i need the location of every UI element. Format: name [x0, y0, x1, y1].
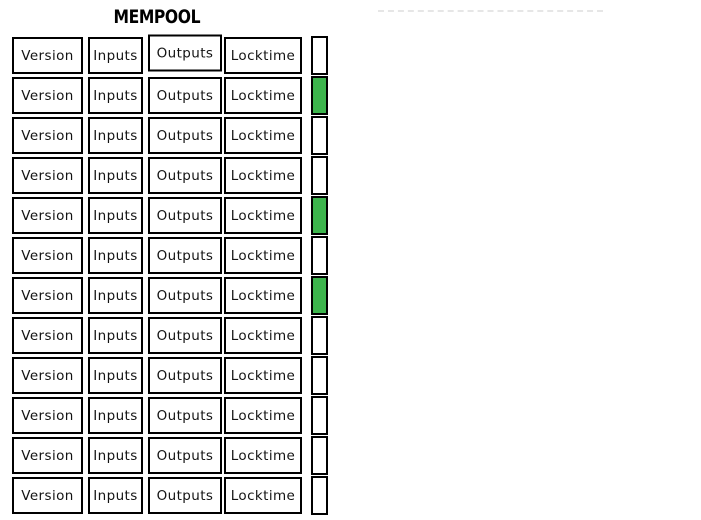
tx-inputs-box: Inputs — [88, 117, 143, 154]
tx-version-box: Version — [12, 437, 83, 474]
tx-version-box: Version — [12, 117, 83, 154]
tx-outputs-box: Outputs — [148, 34, 222, 72]
transaction-row: Version Inputs Outputs Locktime — [12, 116, 332, 155]
tx-status-box — [311, 116, 328, 155]
tx-status-box — [311, 196, 328, 235]
tx-status-box — [311, 396, 328, 435]
tx-locktime-box: Locktime — [224, 317, 302, 354]
dashed-divider — [378, 10, 603, 12]
tx-version-box: Version — [12, 277, 83, 314]
tx-inputs-box: Inputs — [88, 157, 143, 194]
tx-outputs-box: Outputs — [148, 317, 222, 354]
tx-status-box — [311, 236, 328, 275]
tx-status-box — [311, 276, 328, 315]
tx-outputs-box: Outputs — [148, 477, 222, 514]
tx-inputs-box: Inputs — [88, 77, 143, 114]
tx-locktime-box: Locktime — [224, 357, 302, 394]
transaction-row: Version Inputs Outputs Locktime — [12, 196, 332, 235]
tx-inputs-box: Inputs — [88, 197, 143, 234]
tx-version-box: Version — [12, 37, 83, 74]
tx-status-box — [311, 156, 328, 195]
tx-status-box — [311, 36, 328, 75]
tx-locktime-box: Locktime — [224, 397, 302, 434]
tx-version-box: Version — [12, 197, 83, 234]
tx-outputs-box: Outputs — [148, 157, 222, 194]
tx-inputs-box: Inputs — [88, 397, 143, 434]
tx-status-box — [311, 356, 328, 395]
transaction-row: Version Inputs Outputs Locktime — [12, 276, 332, 315]
tx-outputs-box: Outputs — [148, 117, 222, 154]
tx-locktime-box: Locktime — [224, 77, 302, 114]
tx-version-box: Version — [12, 237, 83, 274]
tx-inputs-box: Inputs — [88, 477, 143, 514]
tx-locktime-box: Locktime — [224, 157, 302, 194]
tx-outputs-box: Outputs — [148, 77, 222, 114]
transaction-row: Version Inputs Outputs Locktime — [12, 34, 332, 75]
tx-version-box: Version — [12, 317, 83, 354]
transaction-row: Version Inputs Outputs Locktime — [12, 236, 332, 275]
tx-version-box: Version — [12, 357, 83, 394]
tx-locktime-box: Locktime — [224, 117, 302, 154]
tx-inputs-box: Inputs — [88, 237, 143, 274]
tx-locktime-box: Locktime — [224, 277, 302, 314]
transaction-row: Version Inputs Outputs Locktime — [12, 476, 332, 515]
transaction-row: Version Inputs Outputs Locktime — [12, 396, 332, 435]
tx-outputs-box: Outputs — [148, 357, 222, 394]
tx-inputs-box: Inputs — [88, 37, 143, 74]
tx-inputs-box: Inputs — [88, 317, 143, 354]
tx-status-box — [311, 436, 328, 475]
page-title: MEMPOOL — [12, 4, 302, 30]
transaction-row: Version Inputs Outputs Locktime — [12, 316, 332, 355]
tx-version-box: Version — [12, 397, 83, 434]
tx-version-box: Version — [12, 477, 83, 514]
tx-version-box: Version — [12, 77, 83, 114]
tx-locktime-box: Locktime — [224, 37, 302, 74]
tx-status-box — [311, 76, 328, 115]
tx-outputs-box: Outputs — [148, 197, 222, 234]
tx-version-box: Version — [12, 157, 83, 194]
transaction-row: Version Inputs Outputs Locktime — [12, 76, 332, 115]
tx-locktime-box: Locktime — [224, 197, 302, 234]
transaction-list: Version Inputs Outputs Locktime Version … — [12, 34, 332, 517]
tx-inputs-box: Inputs — [88, 357, 143, 394]
page-title-text: MEMPOOL — [113, 6, 201, 28]
tx-outputs-box: Outputs — [148, 397, 222, 434]
transaction-row: Version Inputs Outputs Locktime — [12, 156, 332, 195]
tx-locktime-box: Locktime — [224, 237, 302, 274]
tx-locktime-box: Locktime — [224, 437, 302, 474]
tx-locktime-box: Locktime — [224, 477, 302, 514]
tx-inputs-box: Inputs — [88, 277, 143, 314]
tx-status-box — [311, 316, 328, 355]
tx-outputs-box: Outputs — [148, 277, 222, 314]
transaction-row: Version Inputs Outputs Locktime — [12, 436, 332, 475]
tx-inputs-box: Inputs — [88, 437, 143, 474]
tx-outputs-box: Outputs — [148, 237, 222, 274]
tx-outputs-box: Outputs — [148, 437, 222, 474]
tx-status-box — [311, 476, 328, 515]
transaction-row: Version Inputs Outputs Locktime — [12, 356, 332, 395]
